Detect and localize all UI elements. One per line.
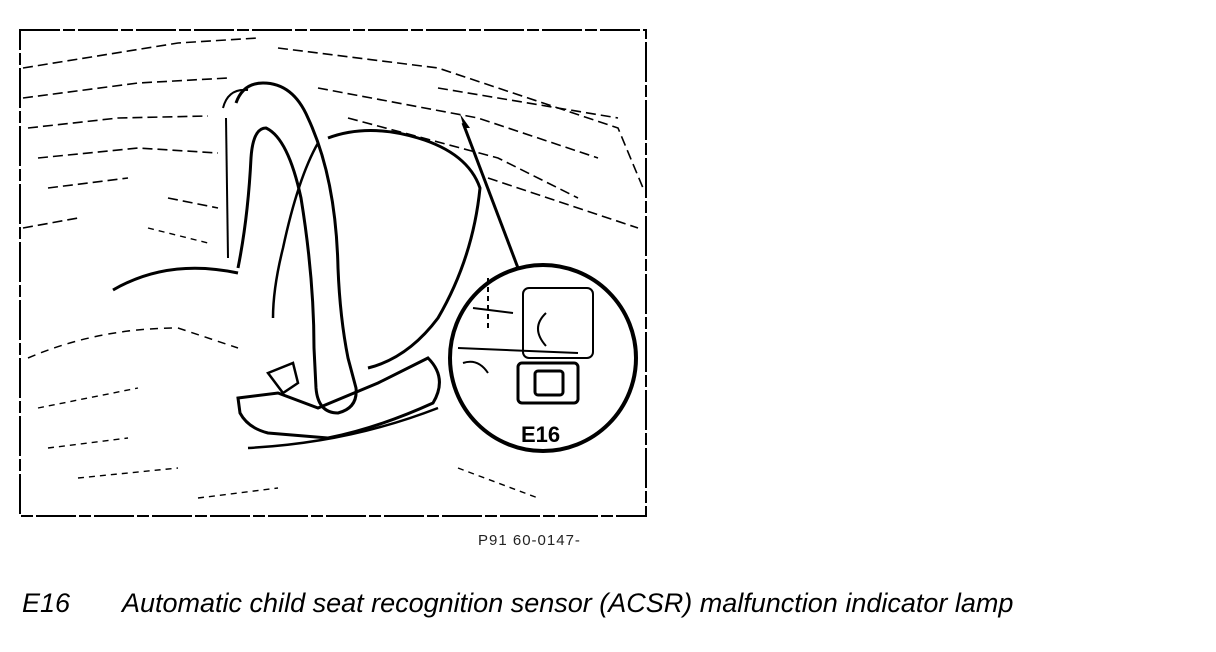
frame-border (19, 29, 647, 517)
seat-edge (112, 266, 239, 292)
figure-reference-code: P91 60-0147- (478, 532, 581, 549)
seat-base (236, 356, 441, 440)
lever-loop (234, 81, 358, 415)
caption-component-code: E16 (22, 588, 71, 618)
line-drawing-illustration: E16 (19, 29, 647, 517)
illustration-frame: E16 (18, 28, 648, 518)
dashboard-lines (22, 37, 644, 229)
caption-description: Automatic child seat recognition sensor … (122, 588, 1014, 618)
callout-label: E16 (521, 422, 560, 447)
callout-leader (461, 122, 520, 269)
figure-caption: E16 Automatic child seat recognition sens… (22, 588, 1013, 619)
seat-back (327, 129, 482, 370)
callout-detail (457, 278, 594, 405)
